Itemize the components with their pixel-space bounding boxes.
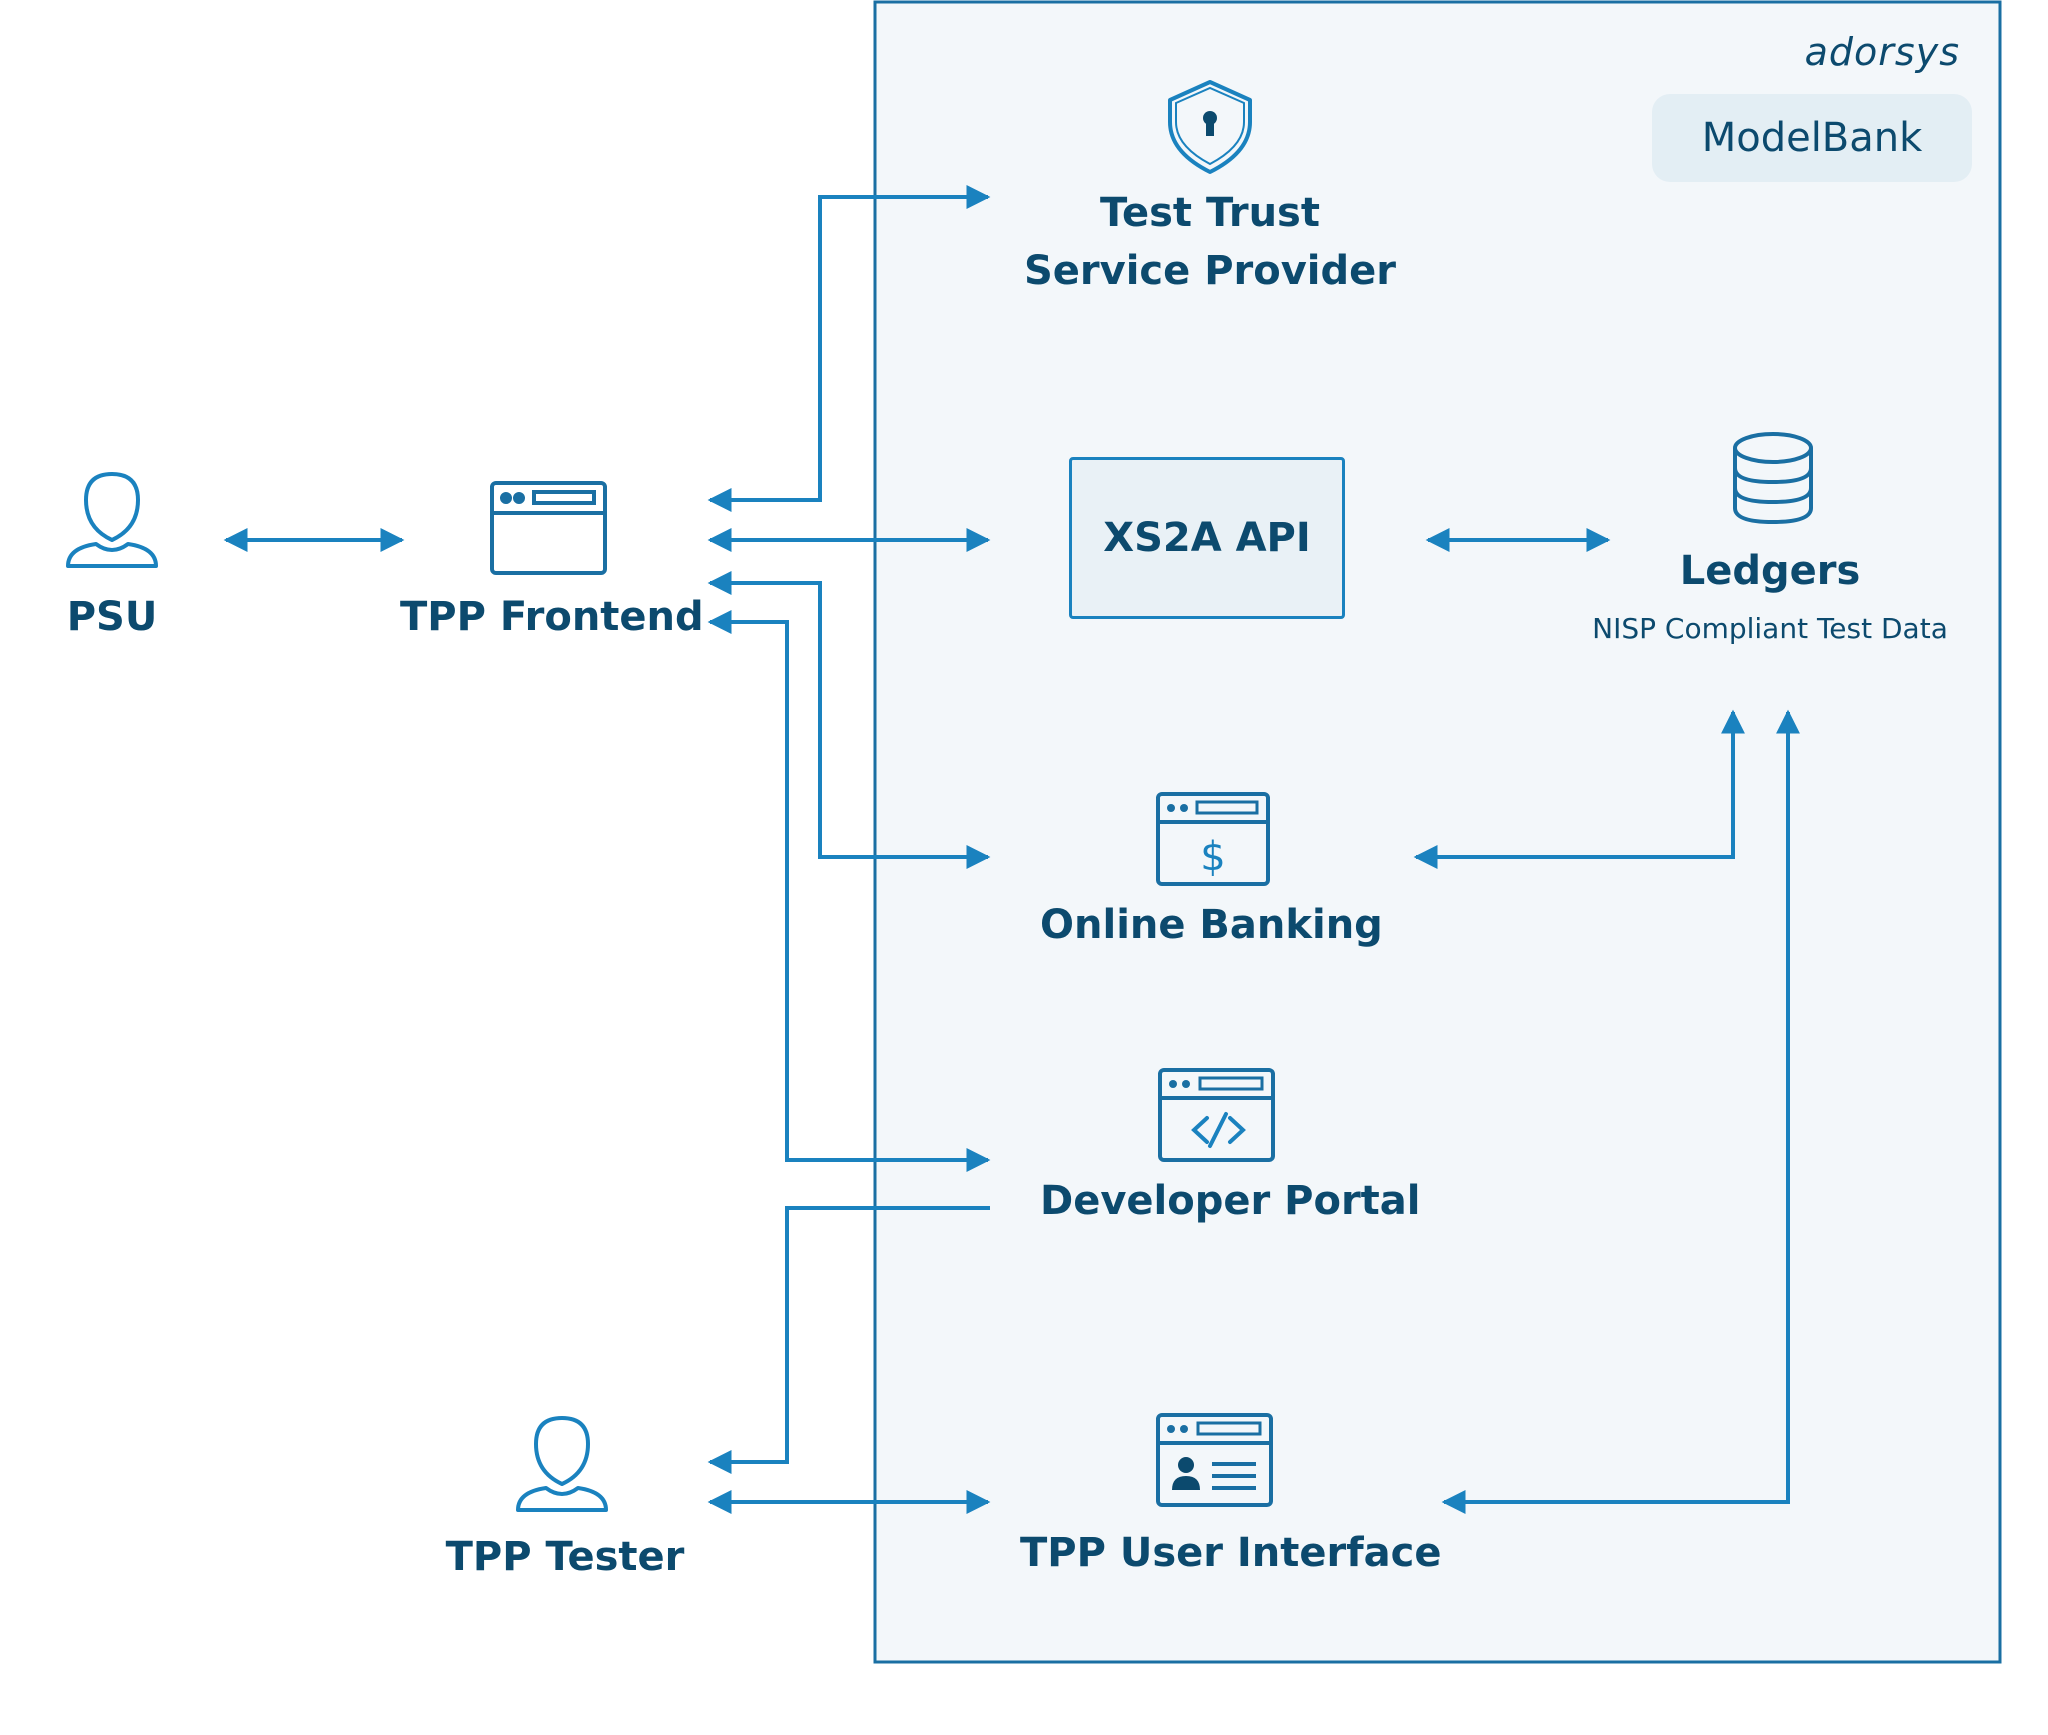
shield-lock-icon [1168, 80, 1252, 174]
connectors [223, 185, 1800, 1514]
arrow-developer-portal-tpp-tester [707, 1206, 990, 1474]
tpp-ui-label: TPP User Interface [1020, 1530, 1442, 1576]
online-banking-label: Online Banking [1040, 902, 1383, 948]
svg-text:$: $ [1200, 834, 1225, 880]
modelbank-badge: ModelBank [1652, 94, 1972, 182]
xs2a-api-box: XS2A API [1069, 457, 1345, 619]
tpp-tester-label: TPP Tester [445, 1534, 685, 1580]
psu-label: PSU [66, 594, 158, 640]
ttsp-label-line1: Test Trust [1100, 190, 1320, 236]
arrow-tpp-frontend-developer-portal [707, 610, 991, 1172]
arrow-tpp-ui-ledgers [1441, 709, 1800, 1514]
browser-code-icon [1158, 1068, 1275, 1162]
adorsys-logo: adorsys [1804, 30, 1960, 74]
browser-window-icon [490, 481, 607, 575]
arrow-tpp-frontend-ttsp [707, 185, 991, 512]
developer-portal-label: Developer Portal [1040, 1178, 1421, 1224]
user-icon [66, 472, 158, 568]
tpp-frontend-label: TPP Frontend [400, 594, 704, 640]
browser-id-card-icon [1156, 1413, 1273, 1507]
database-icon [1733, 432, 1813, 525]
ledgers-label: Ledgers [1679, 548, 1861, 594]
user-icon [516, 1416, 608, 1512]
ledgers-sublabel: NISP Compliant Test Data [1592, 612, 1948, 645]
browser-dollar-icon: $ [1156, 792, 1270, 886]
ttsp-label-line2: Service Provider [1023, 248, 1396, 294]
xs2a-api-label: XS2A API [1103, 515, 1311, 561]
